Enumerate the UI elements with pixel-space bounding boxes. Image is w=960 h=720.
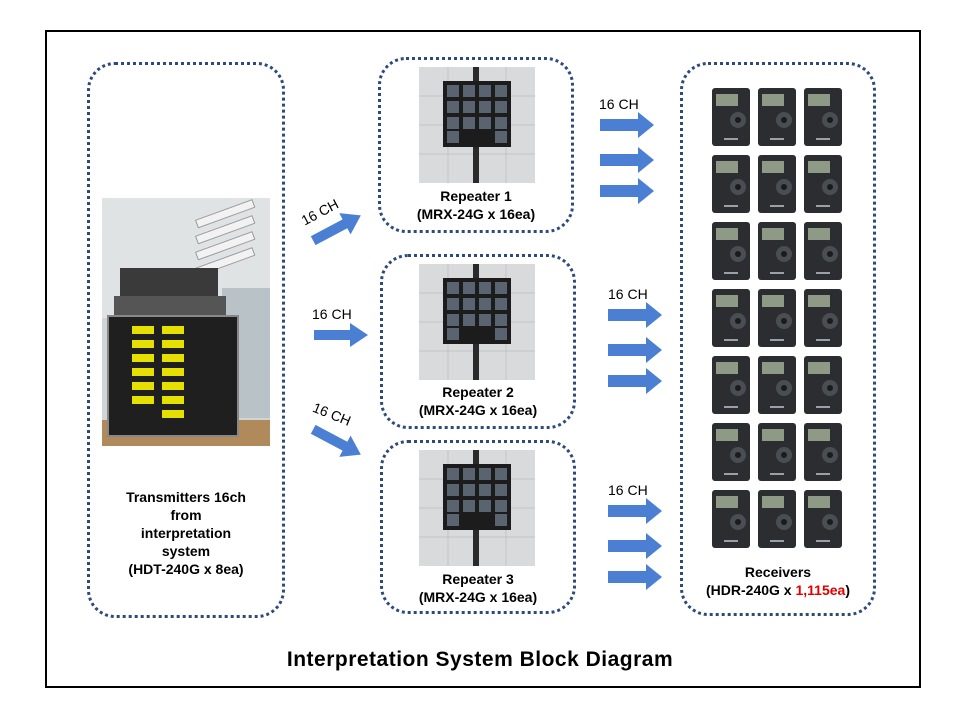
receiver-device	[804, 356, 842, 414]
receiver-device	[758, 356, 796, 414]
transmitters-label-line-5: (HDT-240G x 8ea)	[128, 561, 244, 577]
arrow-to-repeater-1	[310, 213, 361, 246]
receiver-device	[712, 155, 750, 213]
arrow-r1-a	[600, 112, 654, 138]
transmitters-label: Transmitters 16ch from interpretation sy…	[98, 488, 274, 578]
ch-label-from-repeater-3: 16 CH	[608, 482, 648, 498]
receiver-device	[712, 490, 750, 548]
transmitters-label-line-2: from	[170, 507, 202, 523]
repeater-1-photo	[419, 67, 535, 183]
receivers-label: Receivers (HDR-240G x 1,115ea)	[682, 563, 874, 599]
repeater-3-label: Repeater 3 (MRX-24G x 16ea)	[382, 570, 574, 606]
arrow-r1-c	[600, 178, 654, 204]
repeater-3-group	[380, 440, 576, 614]
arrows-from-repeaters	[600, 112, 662, 590]
diagram-title: Interpretation System Block Diagram	[286, 648, 674, 671]
receiver-device	[712, 423, 750, 481]
receivers-model-suffix: )	[845, 582, 850, 598]
repeater-1-label: Repeater 1 (MRX-24G x 16ea)	[380, 187, 572, 223]
repeater-3-name: Repeater 3	[442, 571, 514, 587]
arrow-r2-a	[608, 302, 662, 328]
arrow-r3-a	[608, 498, 662, 524]
receiver-device	[804, 155, 842, 213]
arrow-to-repeater-2	[314, 323, 368, 347]
ch-label-from-repeater-2: 16 CH	[608, 286, 648, 302]
receivers-model: (HDR-240G x 1,115ea)	[682, 581, 874, 599]
receiver-device	[712, 356, 750, 414]
receivers-photo-grid	[712, 88, 842, 548]
repeater-1-model: (MRX-24G x 16ea)	[416, 206, 536, 222]
receiver-device	[758, 222, 796, 280]
receiver-device	[804, 222, 842, 280]
receiver-device	[712, 88, 750, 146]
receiver-device	[758, 88, 796, 146]
receiver-device	[712, 222, 750, 280]
arrow-r2-c	[608, 368, 662, 394]
receiver-device	[758, 423, 796, 481]
receivers-model-count: 1,115ea	[795, 582, 846, 598]
receiver-device	[804, 490, 842, 548]
receiver-device	[758, 155, 796, 213]
arrow-to-repeater-3	[310, 424, 361, 457]
transmitters-group	[87, 62, 285, 618]
repeater-2-name: Repeater 2	[442, 384, 514, 400]
arrow-r3-c	[608, 564, 662, 590]
transmitter-rack-photo	[102, 198, 270, 446]
repeater-1-name: Repeater 1	[440, 188, 512, 204]
ch-label-from-repeater-1: 16 CH	[599, 96, 639, 112]
repeater-2-photo	[419, 264, 535, 380]
receiver-device	[804, 88, 842, 146]
transmitters-label-line-4: system	[161, 543, 211, 559]
diagram-frame	[45, 30, 921, 688]
receiver-device	[758, 490, 796, 548]
repeater-3-model: (MRX-24G x 16ea)	[418, 589, 538, 605]
receiver-device	[712, 289, 750, 347]
repeater-2-model: (MRX-24G x 16ea)	[418, 402, 538, 418]
repeater-2-label: Repeater 2 (MRX-24G x 16ea)	[382, 383, 574, 419]
ch-label-to-repeater-2: 16 CH	[312, 306, 352, 322]
arrow-r2-b	[608, 337, 662, 363]
receivers-model-prefix: (HDR-240G x	[706, 582, 796, 598]
receiver-device	[804, 289, 842, 347]
repeater-1-group	[378, 57, 574, 233]
receiver-device	[804, 423, 842, 481]
repeater-3-photo	[419, 450, 535, 566]
transmitters-label-line-1: Transmitters 16ch	[126, 489, 246, 505]
receivers-name: Receivers	[744, 564, 812, 580]
transmitters-label-line-3: interpretation	[140, 525, 232, 541]
arrow-r3-b	[608, 533, 662, 559]
arrow-r1-b	[600, 147, 654, 173]
receivers-group	[680, 62, 876, 616]
repeater-2-group	[380, 254, 576, 429]
receiver-device	[758, 289, 796, 347]
